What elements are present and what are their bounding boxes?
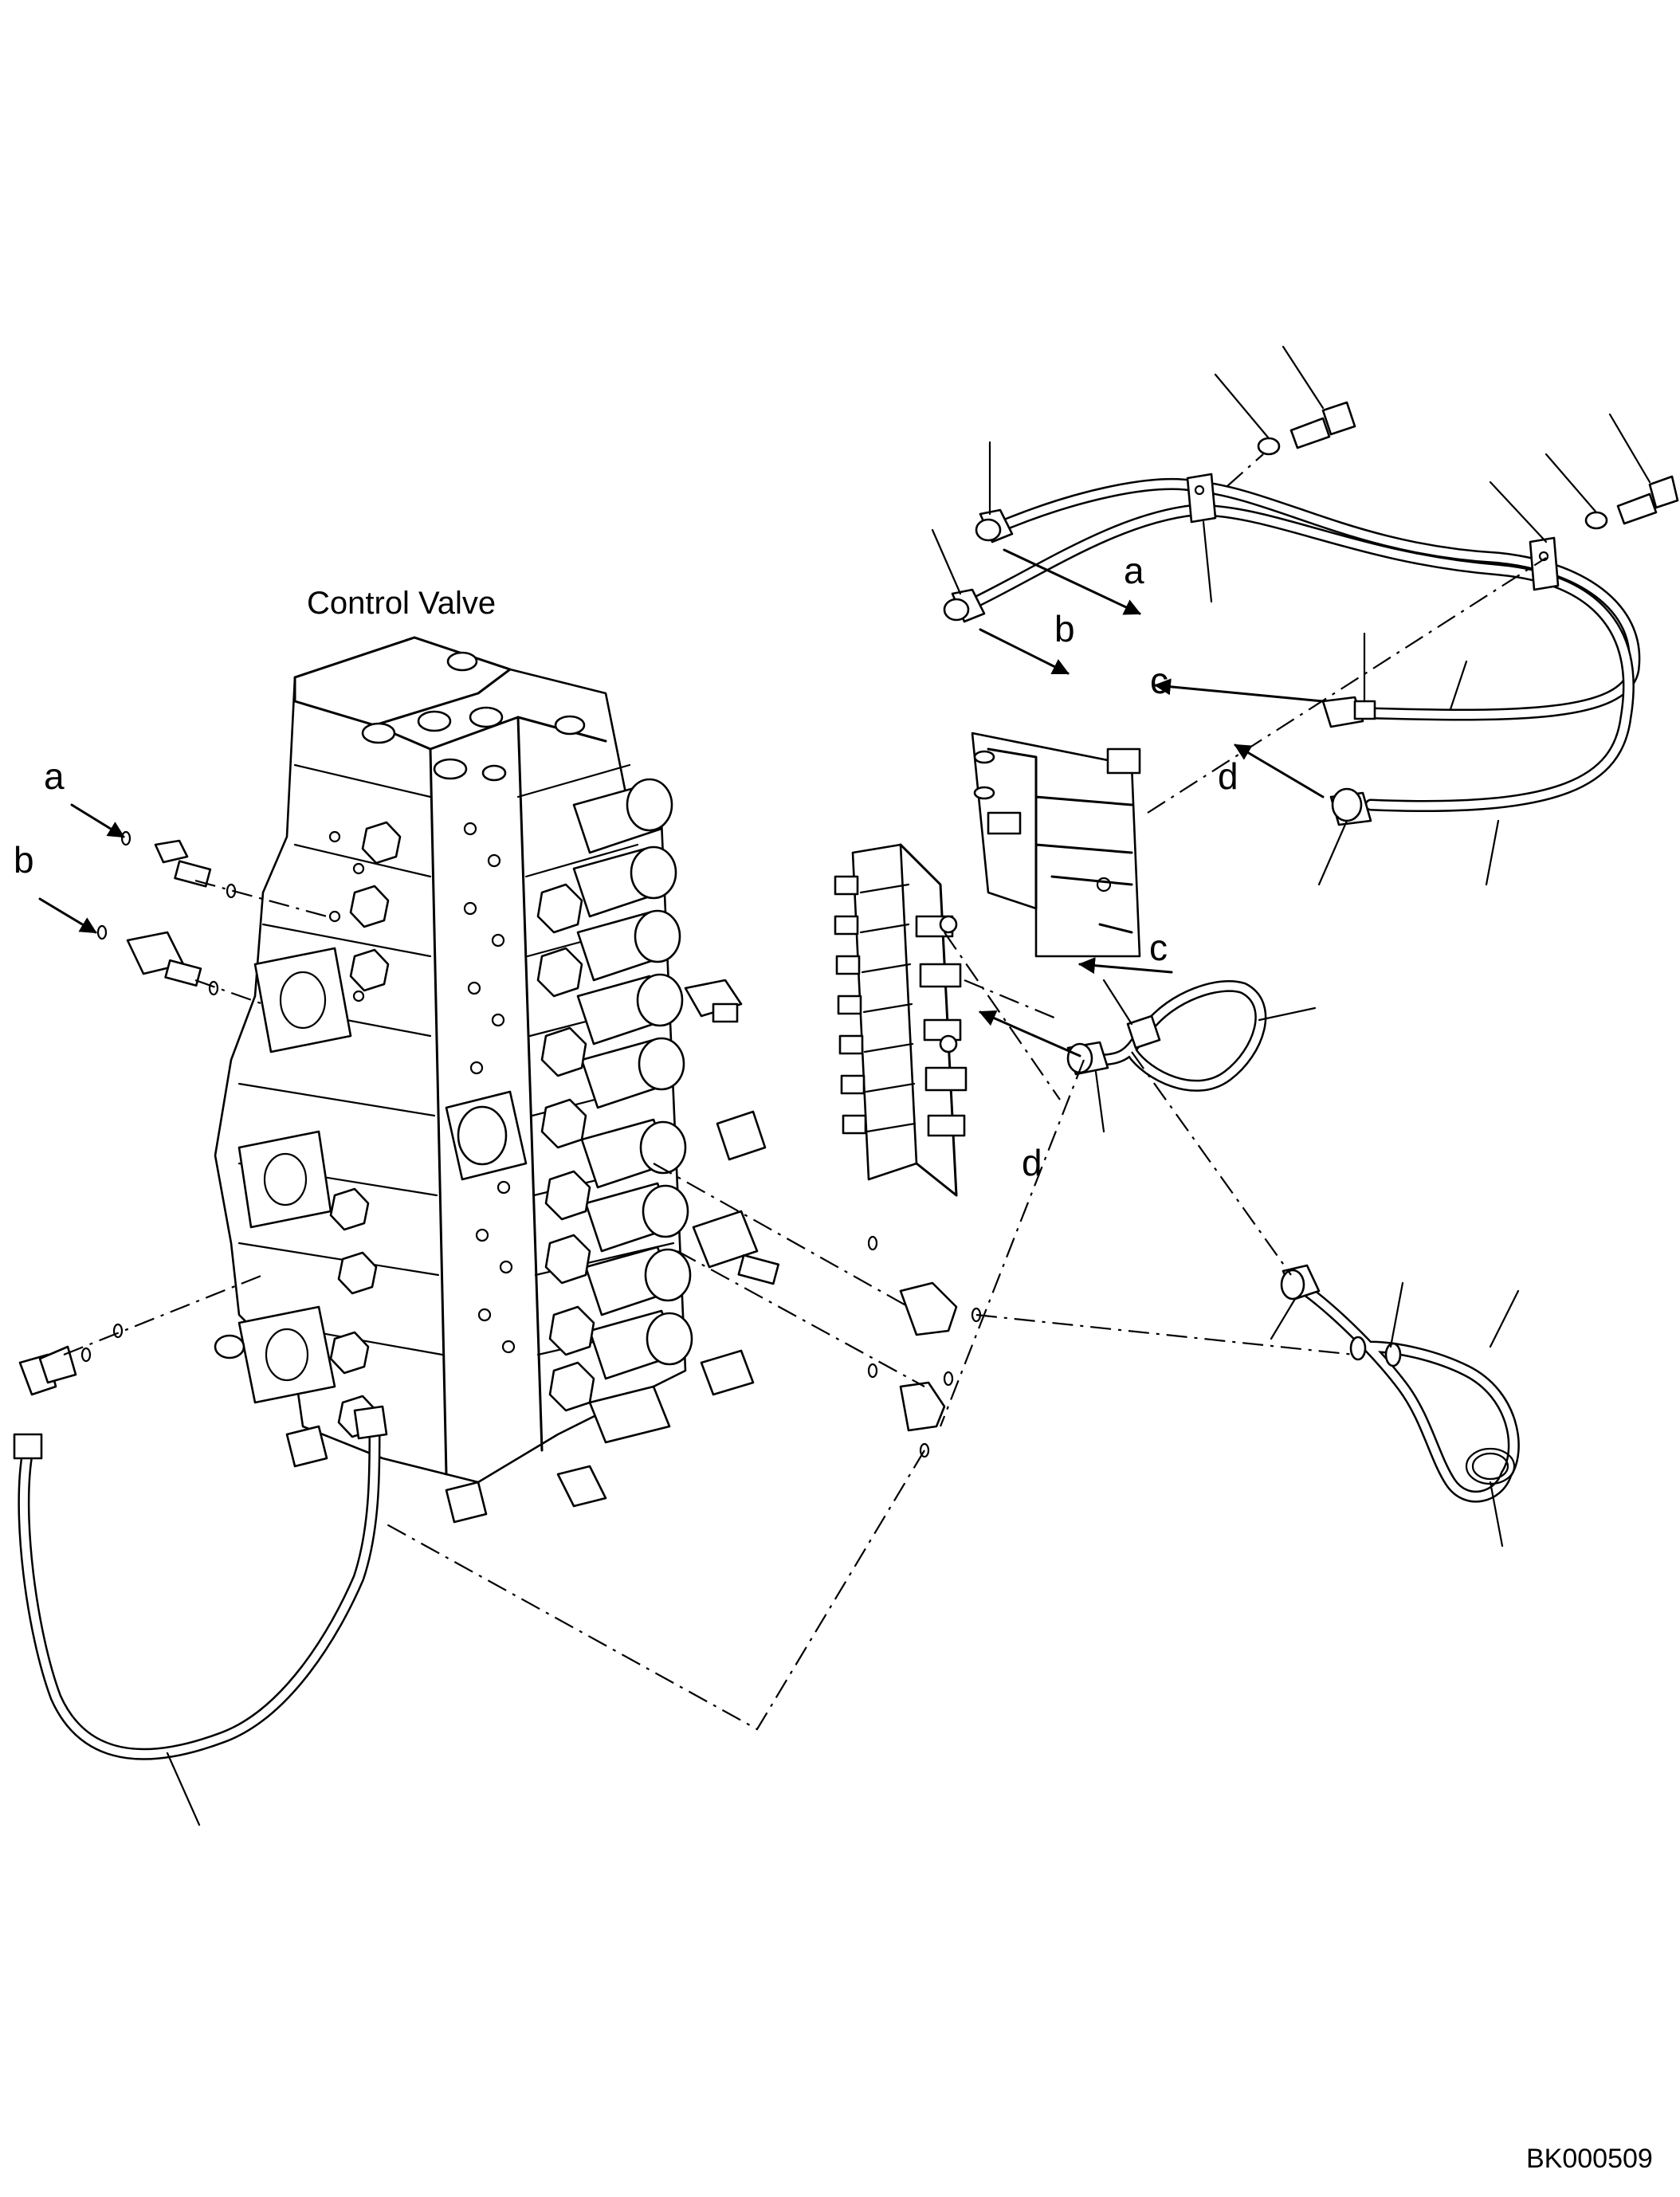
- callout-d-top: d: [1218, 755, 1238, 797]
- spool-caps: [572, 778, 693, 1444]
- control-valve-body: [214, 636, 780, 1524]
- reference-arrows: [38, 548, 1325, 1057]
- top-bolts: [361, 651, 586, 782]
- pilot-manifold: [834, 843, 968, 1197]
- callout-d-mid: d: [1022, 1142, 1042, 1183]
- manifold-bracket: [971, 732, 1141, 958]
- mid-right-hose: [1066, 979, 1267, 1092]
- left-flanges: [237, 947, 528, 1404]
- lower-left-hose: [13, 1323, 388, 1760]
- leader-lines: [166, 345, 1651, 1826]
- callout-b-left: b: [14, 839, 34, 881]
- callout-b-top: b: [1054, 608, 1075, 649]
- callout-c-mid: c: [1149, 927, 1168, 968]
- center-elbow-fittings: [867, 1235, 982, 1458]
- connection-lines: [63, 453, 1547, 1731]
- left-hex-nuts: [329, 821, 595, 1438]
- callout-a-left: a: [44, 755, 65, 797]
- callout-c-top: c: [1150, 660, 1168, 701]
- lower-right-hose: [1280, 1264, 1520, 1503]
- callout-a-top: a: [1124, 550, 1144, 591]
- valve-side-fittings: [285, 979, 780, 1524]
- top-pilot-hoses: [943, 401, 1679, 826]
- diagram-title: Control Valve: [307, 586, 496, 621]
- figure-code: BK000509: [1526, 2144, 1653, 2174]
- left-input-fittings: [96, 830, 237, 996]
